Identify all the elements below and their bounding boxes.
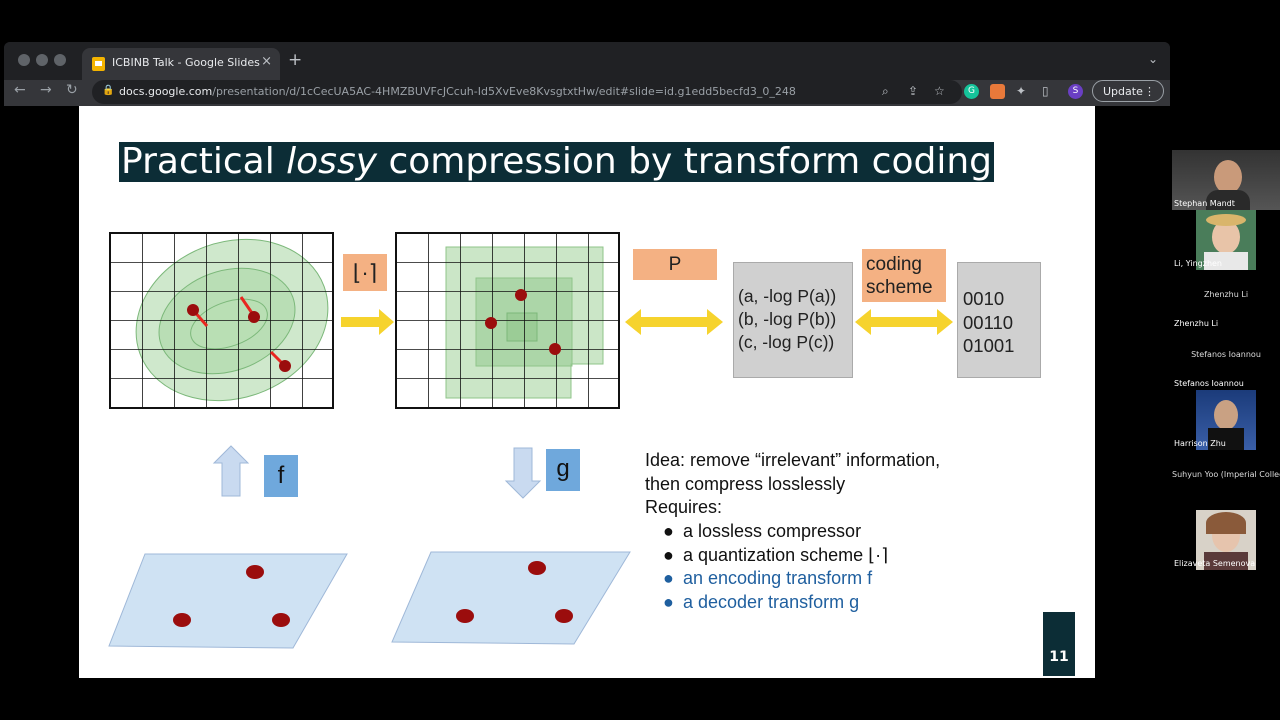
participant-placeholder: Suhyun Yoo (Imperial College... — [1172, 470, 1280, 479]
probability-table: (a, -log P(a)) (b, -log P(b)) (c, -log P… — [733, 262, 853, 378]
participant-name: Li, Yingzhen — [1174, 259, 1222, 268]
participant-placeholder: Zhenzhu Li — [1203, 290, 1249, 299]
bullet-dot-icon: ● — [663, 521, 674, 541]
participant-name: Zhenzhu Li — [1174, 319, 1219, 328]
lock-icon: 🔒 — [102, 85, 115, 96]
list-item: ●a decoder transform g — [663, 591, 888, 615]
participant-tile[interactable]: Stephan Mandt — [1172, 150, 1280, 210]
latent-grid-quantized — [395, 232, 620, 409]
grammarly-extension-icon[interactable]: G — [964, 84, 979, 99]
share-icon[interactable]: ⇪ — [908, 84, 919, 98]
prob-entry: (c, -log P(c)) — [738, 332, 835, 352]
extensions-puzzle-icon[interactable]: ✦ — [1016, 84, 1027, 98]
participant-video — [1172, 150, 1280, 210]
tab-close-icon[interactable]: × — [261, 54, 272, 69]
participant-name: Stephan Mandt — [1174, 199, 1235, 208]
probability-model-box: P — [633, 249, 717, 280]
code-entry: 0010 — [963, 288, 1005, 309]
update-button[interactable]: Update⋮ — [1092, 80, 1164, 102]
zoom-icon[interactable]: ⌕ — [882, 84, 889, 98]
participant-name: Stefanos Ioannou — [1174, 379, 1244, 388]
quantization-operator-box: ⌊·⌉ — [343, 254, 387, 291]
participant-video — [1196, 510, 1256, 570]
slide-page-number: 11 — [1043, 612, 1075, 676]
tab-search-chevron-icon[interactable]: ⌄ — [1147, 52, 1158, 66]
tab-bar: ICBINB Talk - Google Slides × + ⌄ — [4, 42, 1170, 80]
profile-avatar[interactable]: S — [1068, 84, 1083, 99]
bullet-dot-icon: ● — [663, 544, 674, 565]
coding-scheme-line-2: scheme — [866, 277, 933, 298]
url-text: docs.google.com/presentation/d/1cCecUA5A… — [119, 85, 796, 98]
coding-scheme-line-1: coding — [866, 254, 922, 275]
forward-arrow-1 — [341, 309, 394, 335]
latent-grid-continuous — [109, 232, 334, 409]
latent-plane-right — [391, 551, 631, 645]
down-arrow-g — [504, 447, 542, 499]
maximize-window-button[interactable] — [54, 54, 66, 66]
participant-video — [1196, 210, 1256, 270]
bullet-dot-icon: ● — [663, 591, 674, 612]
forward-arrow-icon[interactable]: → — [40, 82, 52, 98]
slides-favicon-icon — [92, 57, 105, 71]
participant-name: Elizaveta Semenova — [1174, 559, 1256, 568]
reload-icon[interactable]: ↻ — [66, 82, 78, 98]
idea-line-1: Idea: remove “irrelevant” information, — [645, 450, 941, 470]
participant-tile[interactable]: Stefanos Ioannou Stefanos Ioannou — [1172, 330, 1280, 390]
quantization-arrow-1 — [187, 304, 209, 327]
side-panel-icon[interactable]: ▯ — [1042, 84, 1049, 98]
participant-name: Harrison Zhu — [1174, 439, 1226, 448]
decoder-g-box: g — [546, 449, 580, 491]
participant-tile[interactable]: Suhyun Yoo (Imperial College... — [1172, 450, 1280, 510]
idea-line-2: then compress losslessly — [645, 473, 846, 494]
participant-tile[interactable]: Harrison Zhu — [1172, 390, 1280, 450]
bullet-list: ●a lossless compressor ●a quantization s… — [663, 520, 888, 614]
address-bar[interactable]: 🔒 docs.google.com/presentation/d/1cCecUA… — [92, 80, 962, 104]
browser-toolbar: ← → ↻ 🔒 docs.google.com/presentation/d/1… — [4, 80, 1170, 106]
prob-entry: (a, -log P(a)) — [738, 286, 837, 306]
browser-window: ICBINB Talk - Google Slides × + ⌄ ← → ↻ … — [4, 42, 1170, 678]
quantization-arrow-3 — [269, 350, 291, 372]
requires-label: Requires: — [645, 497, 723, 517]
chart-extension-icon[interactable] — [990, 84, 1005, 99]
list-item: ●an encoding transform f — [663, 567, 888, 591]
transform-coding-diagram — [108, 232, 953, 649]
menu-dots-icon[interactable]: ⋮ — [1144, 85, 1155, 98]
list-item: ●a quantization scheme ⌊·⌉ — [663, 544, 888, 568]
new-tab-button[interactable]: + — [288, 50, 303, 70]
close-window-button[interactable] — [18, 54, 30, 66]
code-entry: 00110 — [963, 311, 1014, 333]
tab-title: ICBINB Talk - Google Slides — [112, 56, 260, 69]
double-arrow-1 — [625, 309, 723, 335]
back-arrow-icon[interactable]: ← — [14, 82, 26, 98]
quantization-arrow-2 — [239, 296, 260, 323]
up-arrow-f — [212, 445, 250, 497]
coding-scheme-box: coding scheme — [862, 249, 946, 302]
double-arrow-2 — [855, 309, 953, 335]
bitstream-box: 0010 00110 01001 — [957, 262, 1041, 378]
list-item: ●a lossless compressor — [663, 520, 888, 544]
participant-placeholder: Stefanos Ioannou — [1191, 350, 1261, 359]
bookmark-star-icon[interactable]: ☆ — [934, 84, 945, 98]
participant-video — [1196, 390, 1256, 450]
latent-plane-left — [108, 553, 348, 649]
minimize-window-button[interactable] — [36, 54, 48, 66]
participant-tile[interactable]: Li, Yingzhen — [1172, 210, 1280, 270]
encoder-f-box: f — [264, 455, 298, 497]
prob-entry: (b, -log P(b)) — [738, 309, 837, 329]
idea-text: Idea: remove “irrelevant” information, t… — [645, 449, 940, 520]
participant-tile[interactable]: Zhenzhu Li Zhenzhu Li — [1172, 270, 1280, 330]
bullet-dot-icon: ● — [663, 568, 674, 588]
tab-icbinb-talk[interactable]: ICBINB Talk - Google Slides × — [82, 48, 280, 80]
code-entry: 01001 — [963, 335, 1015, 356]
participants-panel: Stephan Mandt Li, Yingzhen Zhenzhu Li Zh… — [1172, 150, 1280, 570]
slide: Practical lossy compression by transform… — [79, 106, 1095, 678]
participant-tile[interactable]: Elizaveta Semenova — [1172, 510, 1280, 570]
slides-canvas: Practical lossy compression by transform… — [4, 106, 1170, 678]
slide-title: Practical lossy compression by transform… — [119, 141, 995, 182]
